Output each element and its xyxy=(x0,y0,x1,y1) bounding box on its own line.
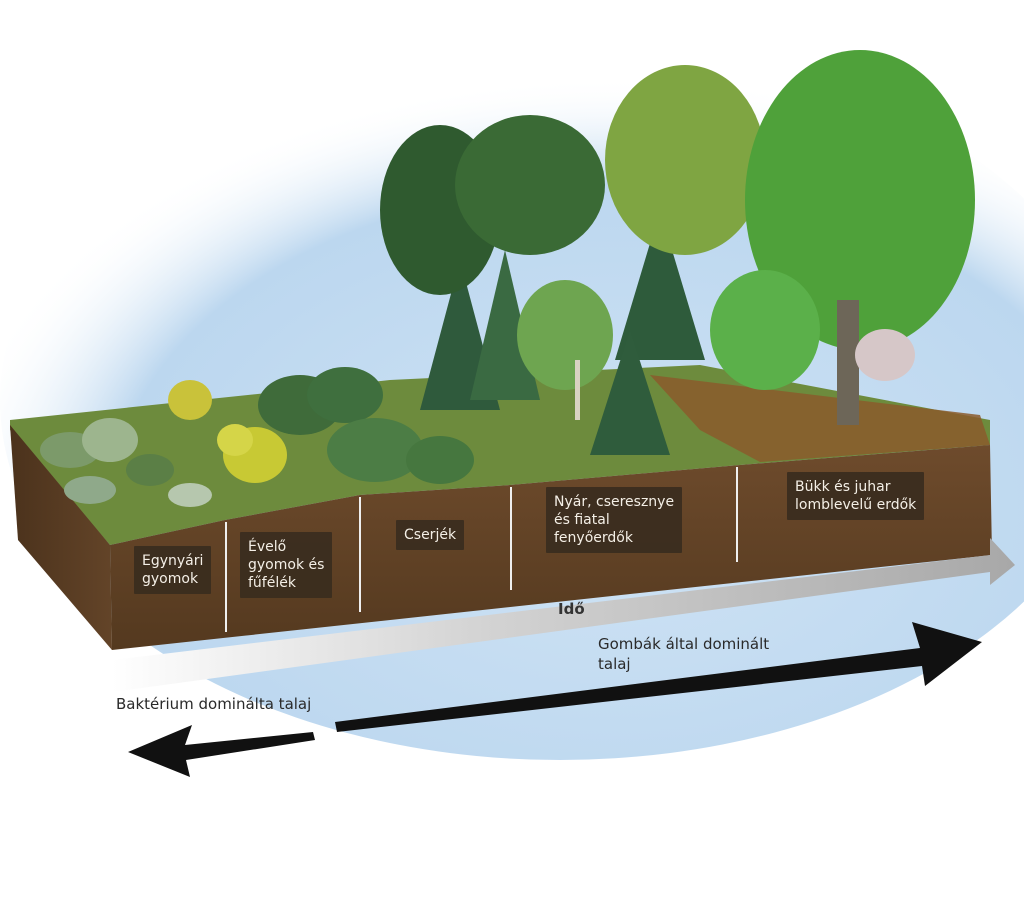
stage-label-mature-forest: Bükk és juhar lomblevelű erdők xyxy=(787,472,925,520)
shrubs xyxy=(307,367,474,484)
time-axis-label: Idő xyxy=(558,600,585,618)
fungi-soil-label: Gombák által dominált talaj xyxy=(598,635,770,673)
stage-label-shrubs: Cserjék xyxy=(396,520,465,550)
stage-label-annual-weeds: Egynyári gyomok xyxy=(134,546,212,594)
annual-weeds xyxy=(40,380,212,507)
mature-forest xyxy=(380,50,975,425)
time-arrow xyxy=(112,538,1015,692)
bacteria-arrow xyxy=(128,725,315,777)
fungi-arrow xyxy=(335,622,982,732)
young-forest xyxy=(420,210,705,455)
stage-label-perennial-grasses: Évelő gyomok és fűfélék xyxy=(240,532,333,598)
stage-label-young-forest: Nyár, cseresznye és fiatal fenyőerdők xyxy=(546,487,683,553)
bacteria-soil-label: Baktérium dominálta talaj xyxy=(116,695,312,713)
soil-side xyxy=(10,425,112,650)
ground-surface-brown xyxy=(650,375,990,462)
